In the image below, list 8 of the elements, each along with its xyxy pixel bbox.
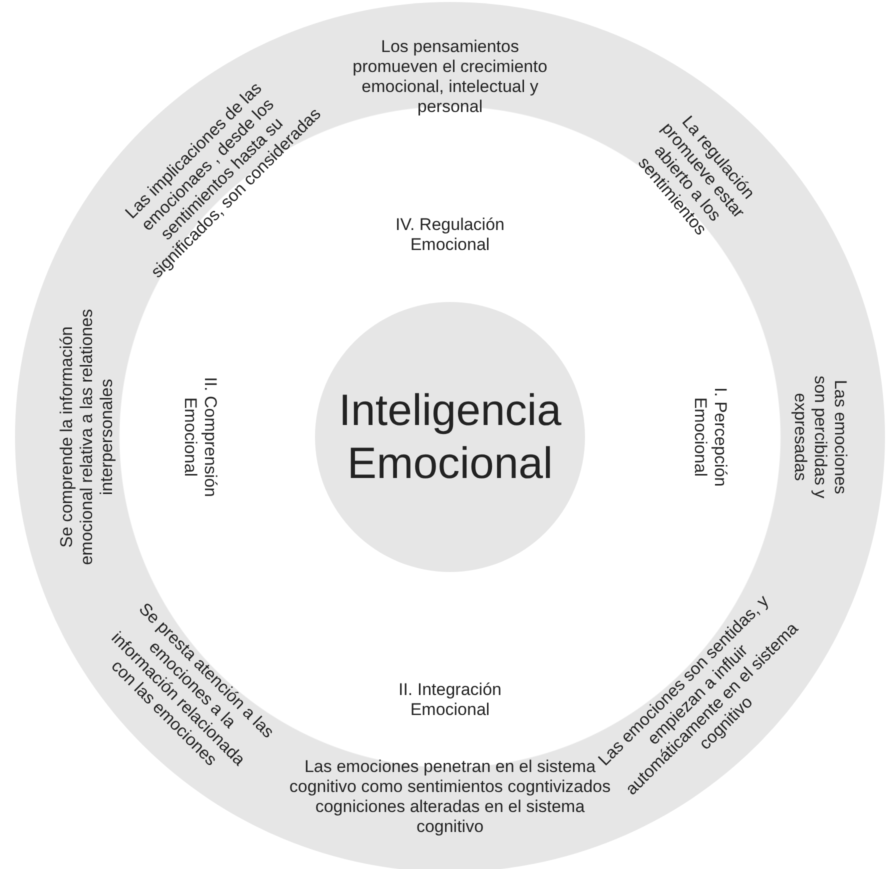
ring-text: Se comprende la información emocional relativa a las relationes interpersonales [57,308,117,568]
ring-text: Las emociones son percibidas y expresadas [790,374,850,500]
center-title: Inteligencia Emocional [338,385,562,490]
stage-label: I. Percepción Emocional [690,386,730,489]
ring-text: Los pensamientos promueven el crecimiento emocional, intelectual y personal [352,37,548,117]
stage-label: II. Integración Emocional [397,680,502,720]
stage-label: II. Comprensión Emocional [180,376,220,499]
stage-label: IV. Regulación Emocional [394,215,506,255]
